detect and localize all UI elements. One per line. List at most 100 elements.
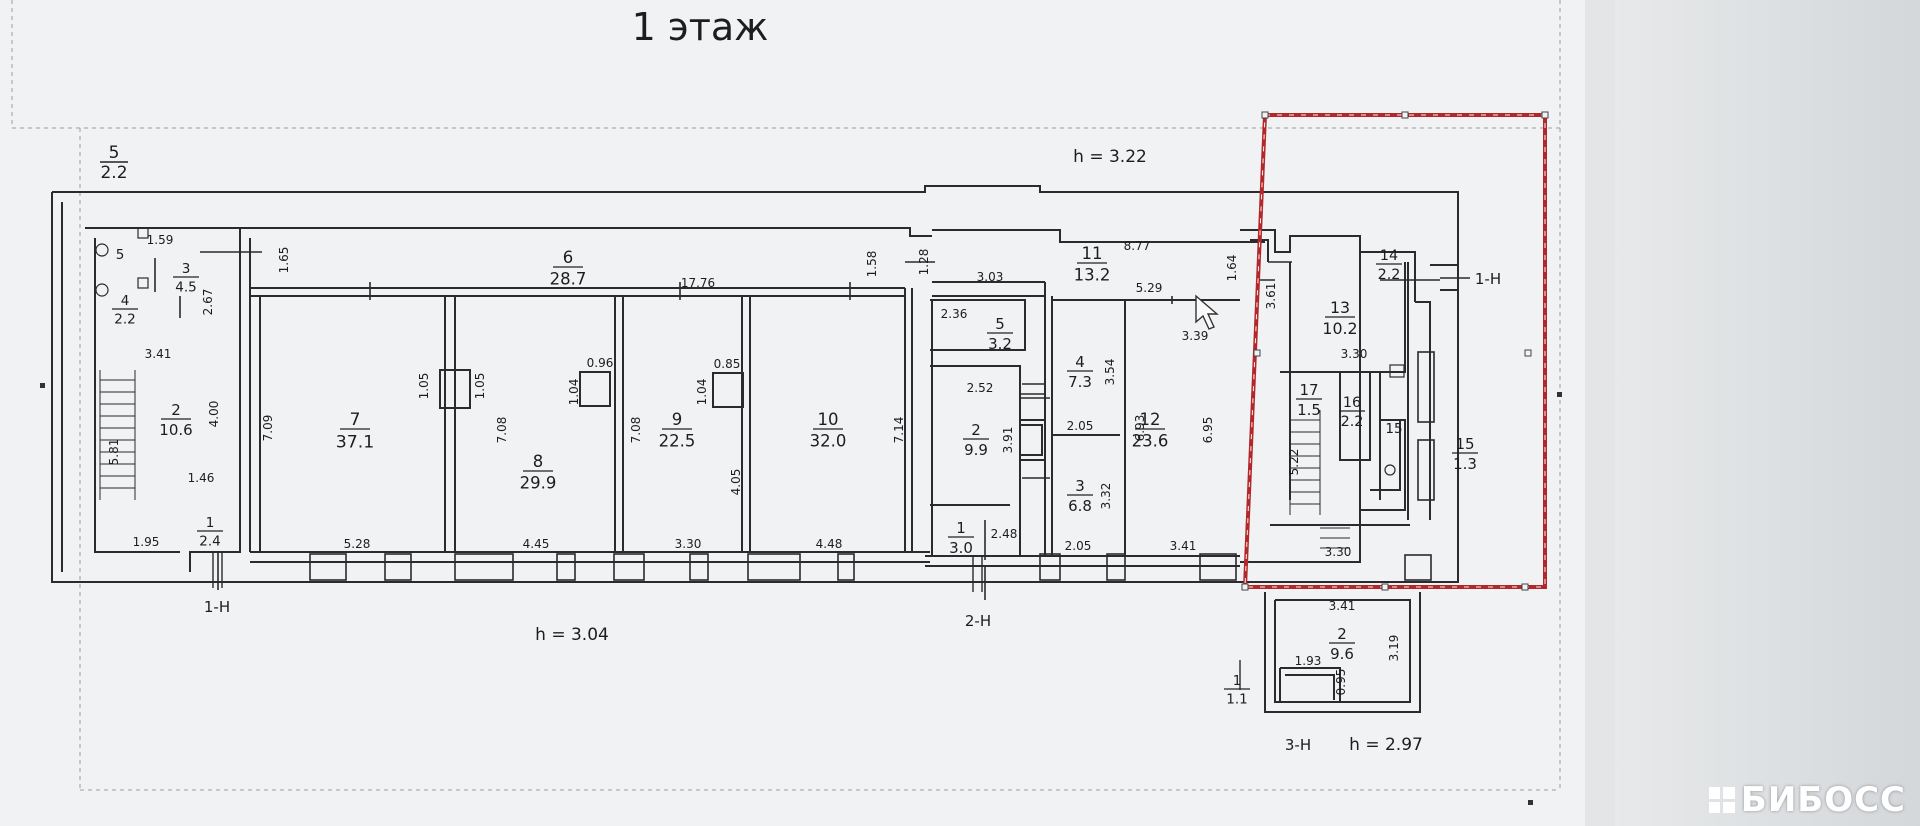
anchor-mark <box>1557 392 1562 397</box>
anchor-mark <box>1528 800 1533 805</box>
entrance-label-right: 1-Н <box>1475 270 1501 288</box>
room-label: 12.4 <box>197 515 223 549</box>
room-number: 7 <box>350 410 361 430</box>
room-label: 47.3 <box>1067 353 1093 391</box>
dimension-label: 3.30 <box>675 537 702 551</box>
brand-text: БИБОСС <box>1740 780 1906 820</box>
dimension-label: 17.76 <box>681 276 715 290</box>
paper-shadow <box>1585 0 1615 826</box>
room-number: 2 <box>171 401 181 419</box>
room-number: 8 <box>533 452 544 471</box>
room-number: 5 <box>995 315 1005 333</box>
entrance-marks <box>212 277 1470 690</box>
dimension-label: 7.09 <box>261 415 275 442</box>
room-label: 29.9 <box>963 421 989 459</box>
room-number: 4 <box>1075 353 1085 371</box>
height-top: h = 3.22 <box>1073 147 1147 167</box>
room-area: 23.6 <box>1132 432 1169 451</box>
room-label: 53.2 <box>987 315 1013 353</box>
dimension-label: 2.05 <box>1067 419 1094 433</box>
room-label: 151.3 <box>1452 435 1478 473</box>
height-annex: h = 2.97 <box>1349 735 1423 755</box>
room-label: 162.2 <box>1339 395 1365 430</box>
brand-logo-icon <box>1708 787 1735 813</box>
room-area: 1.1 <box>1226 691 1247 707</box>
room-area: 3.0 <box>949 539 973 557</box>
room-number: 10 <box>818 410 839 429</box>
floor-title: 1 этаж <box>632 5 769 49</box>
room-label: 210.6 <box>159 401 192 439</box>
room-area: 10.6 <box>159 421 192 439</box>
dimension-label: 2.05 <box>1065 539 1092 553</box>
dimension-label: 7.08 <box>495 417 509 444</box>
windows <box>309 351 1435 581</box>
dimension-label: 3.61 <box>1264 283 1278 310</box>
dimension-label: 7.08 <box>629 417 643 444</box>
dimension-label: 3.41 <box>145 347 172 361</box>
dimension-label: 1.46 <box>188 471 215 485</box>
dimension-label: 3.54 <box>1103 359 1117 386</box>
room-area: 2.2 <box>1341 414 1364 430</box>
room-number: 1 <box>206 515 215 531</box>
dimension-label: 4.45 <box>523 537 550 551</box>
dimension-label: 3.03 <box>977 270 1004 284</box>
room-label: 5 <box>116 247 125 263</box>
walls <box>51 185 1459 713</box>
room-label: 29.6 <box>1329 625 1355 663</box>
dimension-label: 7.14 <box>892 417 906 444</box>
dimension-label: 1.95 <box>133 535 160 549</box>
dimension-label: 2.52 <box>967 381 994 395</box>
dimension-label: 5.29 <box>1136 281 1163 295</box>
room-number: 9 <box>672 410 683 429</box>
room-number: 3 <box>1075 477 1085 495</box>
dimension-label: 1.93 <box>1295 654 1322 668</box>
paper-sheet <box>0 0 1615 826</box>
room-area: 2.2 <box>114 311 135 327</box>
dimension-label: 3.41 <box>1170 539 1197 553</box>
room-number: 14 <box>1380 248 1398 264</box>
room-number: 15 <box>1455 435 1474 453</box>
room-label: 142.2 <box>1376 248 1402 283</box>
room-number: 1 <box>956 519 966 537</box>
room-area: 9.6 <box>1330 645 1354 663</box>
dimension-label: 8.77 <box>1124 239 1151 253</box>
room-label: 15 <box>1385 421 1402 437</box>
dimension-ticks <box>154 251 1440 600</box>
dimension-label: 2.48 <box>991 527 1018 541</box>
dimension-label: 6.95 <box>1201 417 1215 444</box>
brand-watermark: БИБОСС <box>1708 780 1906 820</box>
room-area: 3.2 <box>988 335 1012 353</box>
outside-num: 5 <box>109 143 120 163</box>
dimension-label: 0.95 <box>1334 669 1348 696</box>
dimension-label: 3.91 <box>1001 427 1015 454</box>
room-number: 16 <box>1343 395 1361 411</box>
outside-area: 2.2 <box>100 163 127 183</box>
room-number: 2 <box>971 421 981 439</box>
dimension-label: 3.19 <box>1387 635 1401 662</box>
room-label: 829.9 <box>520 452 557 493</box>
room-label: 42.2 <box>112 293 138 327</box>
room-label: 628.7 <box>550 248 587 289</box>
room-area: 2.4 <box>199 533 220 549</box>
dimension-label: 1.65 <box>277 247 291 274</box>
room-area: 13.2 <box>1074 266 1111 285</box>
fixtures <box>95 227 1405 476</box>
dimension-label: 1.58 <box>865 251 879 278</box>
room-area: 1.3 <box>1453 455 1477 473</box>
room-number: 6 <box>563 248 574 267</box>
room-label: 36.8 <box>1067 477 1093 515</box>
room-area: 2.2 <box>1378 267 1401 283</box>
room-area: 7.3 <box>1068 373 1092 391</box>
room-number: 3 <box>182 261 191 277</box>
dimension-label: 3.32 <box>1099 483 1113 510</box>
room-number: 17 <box>1299 381 1318 399</box>
dimension-label: 2.67 <box>201 289 215 316</box>
entrance-label-annex: 3-Н <box>1285 736 1311 754</box>
entrance-label-middle: 2-Н <box>965 612 991 630</box>
dimension-label: 3.30 <box>1341 347 1368 361</box>
